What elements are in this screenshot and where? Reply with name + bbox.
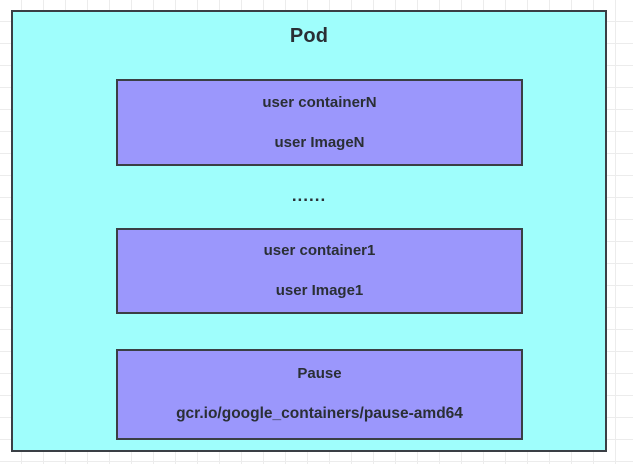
container-box-user-container1[interactable]: user container1 user Image1 — [116, 228, 523, 314]
container-box-user-containerN[interactable]: user containerN user ImageN — [116, 79, 523, 166]
pod-container-box[interactable]: Pod user containerN user ImageN ...... u… — [11, 10, 607, 452]
container-name-label: Pause — [297, 365, 342, 383]
pod-title-label: Pod — [289, 25, 329, 47]
container-name-label: user container1 — [263, 242, 376, 259]
ellipsis-label: ...... — [291, 186, 327, 205]
container-image-label: user Image1 — [275, 282, 364, 299]
container-image-label: gcr.io/google_containers/pause-amd64 — [176, 405, 463, 423]
container-image-label: user ImageN — [274, 133, 365, 151]
container-name-label: user containerN — [262, 93, 377, 111]
container-box-pause[interactable]: Pause gcr.io/google_containers/pause-amd… — [116, 349, 523, 440]
